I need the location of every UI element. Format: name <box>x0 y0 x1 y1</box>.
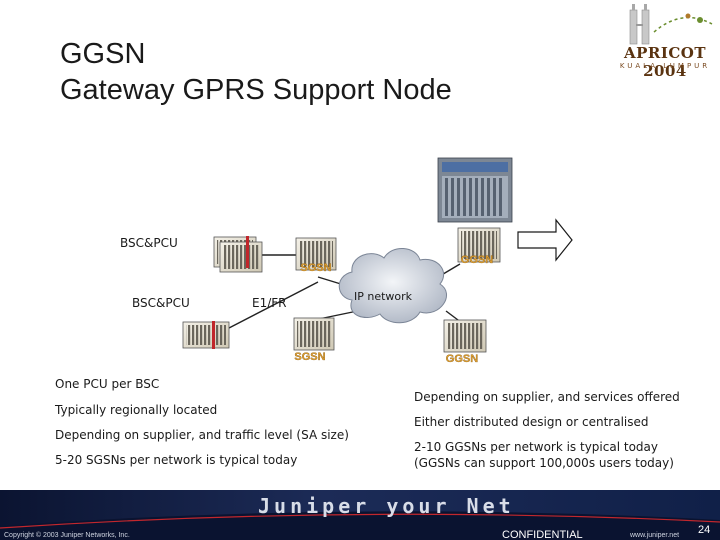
footer-bar: Juniper your Net Copyright © 2003 Junipe… <box>0 490 720 540</box>
link-label-e1fr: E1/FR <box>252 296 287 310</box>
footer-swoosh <box>0 511 720 540</box>
page-number: 24 <box>698 524 711 536</box>
note-right-1: Depending on supplier, and services offe… <box>414 390 680 404</box>
sgsn-node-top <box>295 237 337 271</box>
router-chassis-image <box>437 157 513 223</box>
ggsn-bottom-label: GGSN <box>446 353 478 365</box>
ggsn-node-bottom <box>443 319 487 353</box>
bsc-pcu-label-bottom: BSC&PCU <box>132 296 190 310</box>
sgsn-top-label: SGSN <box>300 262 331 274</box>
note-left-4: 5-20 SGSNs per network is typical today <box>55 453 298 467</box>
bsc-pcu-unit-top <box>213 236 263 273</box>
copyright-text: Copyright © 2003 Juniper Networks, Inc. <box>4 532 130 539</box>
title-line-1: GGSN <box>60 38 146 70</box>
note-left-1: One PCU per BSC <box>55 377 160 391</box>
ggsn-node-top <box>457 227 501 263</box>
note-right-2: Either distributed design or centralised <box>414 415 649 429</box>
sgsn-node-bottom <box>293 317 335 351</box>
note-left-2: Typically regionally located <box>55 403 218 417</box>
logo-subtitle: KUALA LUMPUR <box>619 62 711 70</box>
title-line-2: Gateway GPRS Support Node <box>60 74 452 106</box>
logo-text: APRICOT 2004 <box>623 44 707 80</box>
slide-title: GGSN Gateway GPRS Support Node <box>60 36 452 108</box>
event-logo: APRICOT 2004 KUALA LUMPUR <box>612 2 718 80</box>
bsc-pcu-label-top: BSC&PCU <box>120 236 178 250</box>
note-left-3: Depending on supplier, and traffic level… <box>55 428 349 442</box>
brand-wordmark: Juniper your Net <box>258 494 515 518</box>
bsc-pcu-unit-bottom <box>182 321 230 349</box>
website-url: www.juniper.net <box>630 532 680 539</box>
ip-network-label: IP network <box>354 290 413 303</box>
ggsn-top-label: GGSN <box>461 254 493 266</box>
confidential-label: CONFIDENTIAL <box>502 529 583 540</box>
sgsn-bottom-label: SGSN <box>294 351 325 363</box>
note-right-3: 2-10 GGSNs per network is typical today <box>414 440 658 454</box>
note-right-4: (GGSNs can support 100,000s users today) <box>414 456 674 470</box>
ip-network-cloud <box>338 248 447 324</box>
twin-towers-icon <box>629 4 713 45</box>
arrow-right-icon <box>517 218 573 262</box>
